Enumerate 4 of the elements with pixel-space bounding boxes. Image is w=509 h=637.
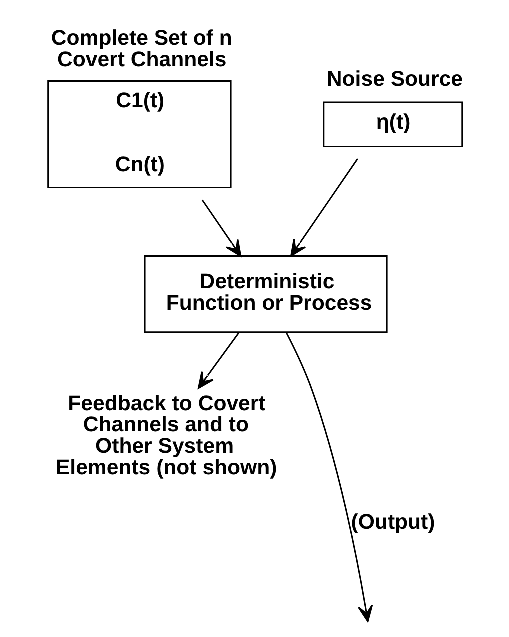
node-text: Feedback to Covert Channels and to Other System Elements (not shown) — [55, 391, 277, 480]
node-label: Noise Source — [326, 67, 463, 92]
node-label: Complete Set of n Covert Channels — [50, 26, 232, 72]
edge-label: (Output) — [350, 510, 435, 534]
